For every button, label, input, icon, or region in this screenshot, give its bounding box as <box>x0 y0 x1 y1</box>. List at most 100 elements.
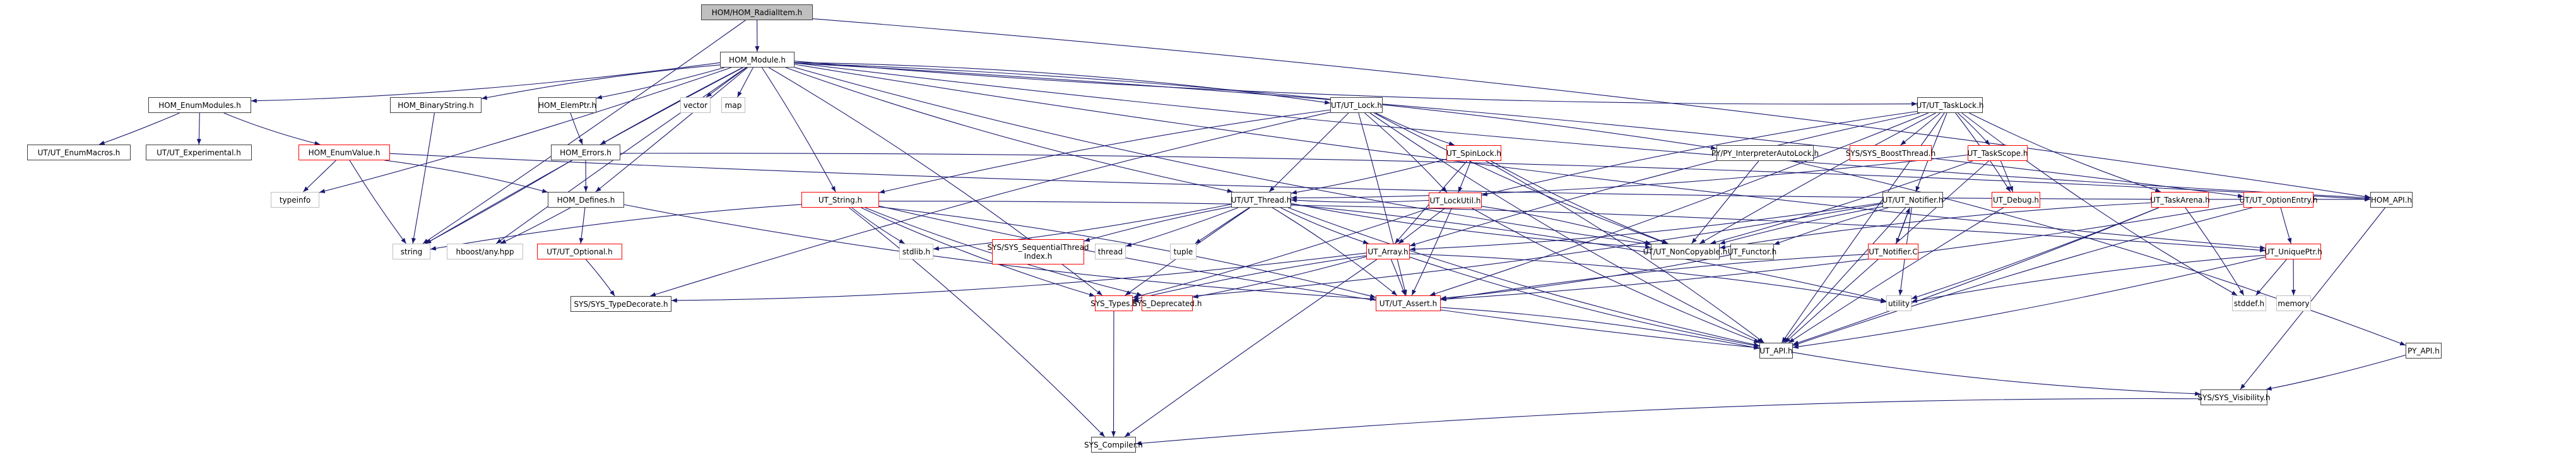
node-stdlib[interactable]: stdlib.h <box>899 244 933 259</box>
edge-notifierc-to-utassert <box>1440 254 1869 302</box>
node-string[interactable]: string <box>393 244 430 259</box>
node-notifierc[interactable]: UT_Notifier.C <box>1868 244 1918 259</box>
edge-lockutil-to-systypes <box>1132 208 1429 299</box>
node-spinlock[interactable]: UT_SpinLock.h <box>1446 145 1501 161</box>
node-experimental[interactable]: UT/UT_Experimental.h <box>146 145 252 160</box>
node-enummacros[interactable]: UT/UT_EnumMacros.h <box>27 145 131 160</box>
node-pyapi[interactable]: PY_API.h <box>2406 343 2442 359</box>
edge-spinlock-to-lockutil <box>1458 160 1472 193</box>
node-deprecated[interactable]: SYS_Deprecated.h <box>1133 295 1202 311</box>
node-optional[interactable]: UT/UT_Optional.h <box>537 244 622 259</box>
node-boostthread[interactable]: SYS/SYS_BoostThread.h <box>1846 145 1935 161</box>
node-pyautolock[interactable]: PY/PY_InterpreterAutoLock.h <box>1711 145 1819 161</box>
edge-radialitem-to-string <box>422 20 746 244</box>
edge-enumvalue-to-string <box>349 160 406 244</box>
edge-utthread-to-utility <box>1291 204 1887 302</box>
node-tasklock[interactable]: UT/UT_TaskLock.h <box>1917 97 1983 113</box>
edge-optionentry-to-uniqueptr <box>2280 207 2292 244</box>
edge-notifier-to-utarray <box>1409 202 1883 252</box>
edge-utthread-to-thread <box>1125 207 1239 247</box>
edge-module-to-utlock <box>794 62 1331 105</box>
node-utthread[interactable]: UT/UT_Thread.h <box>1231 192 1291 208</box>
edge-utlock-to-utstring <box>878 109 1331 194</box>
node-typeinfo[interactable]: typeinfo <box>271 192 319 208</box>
edge-utarray-to-systypes <box>1132 255 1367 301</box>
node-debug[interactable]: UT_Debug.h <box>1992 192 2040 208</box>
edge-errors-to-homapi <box>620 153 2371 201</box>
edge-module-to-utstring <box>761 67 836 193</box>
edge-utthread-to-tuple <box>1195 207 1250 244</box>
edge-spinlock-to-utapi <box>1486 160 1764 343</box>
edge-taskscope-to-debug <box>2000 160 2014 193</box>
node-utassert[interactable]: UT/UT_Assert.h <box>1376 295 1441 311</box>
node-module[interactable]: HOM_Module.h <box>720 52 795 68</box>
edge-tasklock-to-taskarena <box>1969 112 2161 193</box>
edge-tasklock-to-noncopyable <box>1699 112 1936 244</box>
node-vector[interactable]: vector <box>680 97 711 113</box>
node-radialitem[interactable]: HOM/HOM_RadialItem.h <box>701 4 813 20</box>
node-thread[interactable]: thread <box>1095 244 1126 259</box>
edge-visibility-to-compiler <box>1135 398 2201 446</box>
edge-utlock-to-utapi <box>1369 112 1763 343</box>
edge-pyautolock-to-pyapi <box>1791 160 2406 346</box>
edge-taskarena-to-noncopyable <box>1719 202 2152 249</box>
edge-spinlock-to-noncopyable <box>1491 160 1669 244</box>
node-visibility[interactable]: SYS/SYS_Visibility.h <box>2197 389 2271 405</box>
edge-utthread-to-seqthread <box>1084 206 1232 242</box>
node-utlock[interactable]: UT/UT_Lock.h <box>1330 97 1383 113</box>
node-utapi[interactable]: UT_API.h <box>1759 343 1793 359</box>
edge-utstring-to-compiler <box>849 207 1105 437</box>
node-anyhpp[interactable]: hboost/any.hpp <box>447 244 523 259</box>
edge-enummodules-to-enummacros <box>98 112 180 145</box>
node-enummodules[interactable]: HOM_EnumModules.h <box>148 97 251 113</box>
edge-enumvalue-to-defines <box>384 160 548 193</box>
edge-utstring-to-uniqueptr <box>878 201 2266 252</box>
edge-taskscope-to-utthread <box>1291 154 1968 200</box>
node-homapi[interactable]: HOM_API.h <box>2370 192 2413 208</box>
node-functor[interactable]: UT_Functor.h <box>1728 244 1776 259</box>
node-systypes[interactable]: SYS_Types.h <box>1090 295 1137 311</box>
node-map[interactable]: map <box>721 97 745 113</box>
node-compiler[interactable]: SYS_Compiler.h <box>1084 437 1143 453</box>
node-typedecorate[interactable]: SYS/SYS_TypeDecorate.h <box>570 296 671 312</box>
node-defines[interactable]: HOM_Defines.h <box>548 192 624 208</box>
edge-enumvalue-to-typeinfo <box>303 160 336 193</box>
node-uniqueptr[interactable]: UT_UniquePtr.h <box>2264 244 2322 259</box>
node-stddef[interactable]: stddef.h <box>2232 295 2266 311</box>
node-errors[interactable]: HOM_Errors.h <box>551 145 620 160</box>
edge-taskscope-to-noncopyable <box>1710 160 1973 245</box>
edge-defines-to-utassert <box>623 204 1376 301</box>
edge-utthread-to-utassert <box>1272 207 1398 296</box>
edge-tasklock-to-utarray <box>1409 112 1920 247</box>
node-utarray[interactable]: UT_Array.h <box>1366 244 1410 259</box>
node-enumvalue[interactable]: HOM_EnumValue.h <box>298 145 390 160</box>
node-tuple[interactable]: tuple <box>1170 244 1196 259</box>
edge-module-to-noncopyable <box>794 67 1651 246</box>
node-memory[interactable]: memory <box>2276 295 2311 311</box>
edge-utarray-to-typedecorate <box>671 252 1367 303</box>
node-elemptr[interactable]: HOM_ElemPtr.h <box>538 97 596 113</box>
node-taskscope[interactable]: UT_TaskScope.h <box>1968 145 2028 161</box>
node-utstring[interactable]: UT_String.h <box>801 192 879 208</box>
edge-module-to-anyhpp <box>495 67 747 244</box>
node-utility[interactable]: utility <box>1886 295 1911 311</box>
edge-notifierc-to-notifier <box>1896 207 1910 244</box>
edge-errors-to-string <box>425 160 572 244</box>
edge-notifier-to-functor <box>1773 207 1889 245</box>
node-binarystring[interactable]: HOM_BinaryString.h <box>390 97 482 113</box>
edge-module-to-homapi <box>794 62 2371 200</box>
edge-module-to-typeinfo <box>319 67 731 194</box>
edge-module-to-map <box>737 67 753 98</box>
node-noncopyable[interactable]: UT/UT_NonCopyable.h <box>1643 244 1727 259</box>
edge-utlock-to-spinlock <box>1375 112 1455 146</box>
edge-pyapi-to-visibility <box>2266 354 2406 391</box>
node-seqthread[interactable]: SYS/SYS_SequentialThread Index.h <box>987 239 1089 264</box>
edge-utarray-to-utapi <box>1409 256 1760 348</box>
node-lockutil[interactable]: UT_LockUtil.h <box>1429 193 1482 208</box>
node-notifier[interactable]: UT/UT_Notifier.h <box>1882 192 1943 208</box>
edge-utlock-to-lockutil <box>1364 112 1448 193</box>
edge-optional-to-typedecorate <box>585 259 615 297</box>
node-taskarena[interactable]: UT_TaskArena.h <box>2150 192 2210 208</box>
node-optionentry[interactable]: UT/UT_OptionEntry.h <box>2240 192 2317 208</box>
edge-utstring-to-string <box>430 204 802 251</box>
